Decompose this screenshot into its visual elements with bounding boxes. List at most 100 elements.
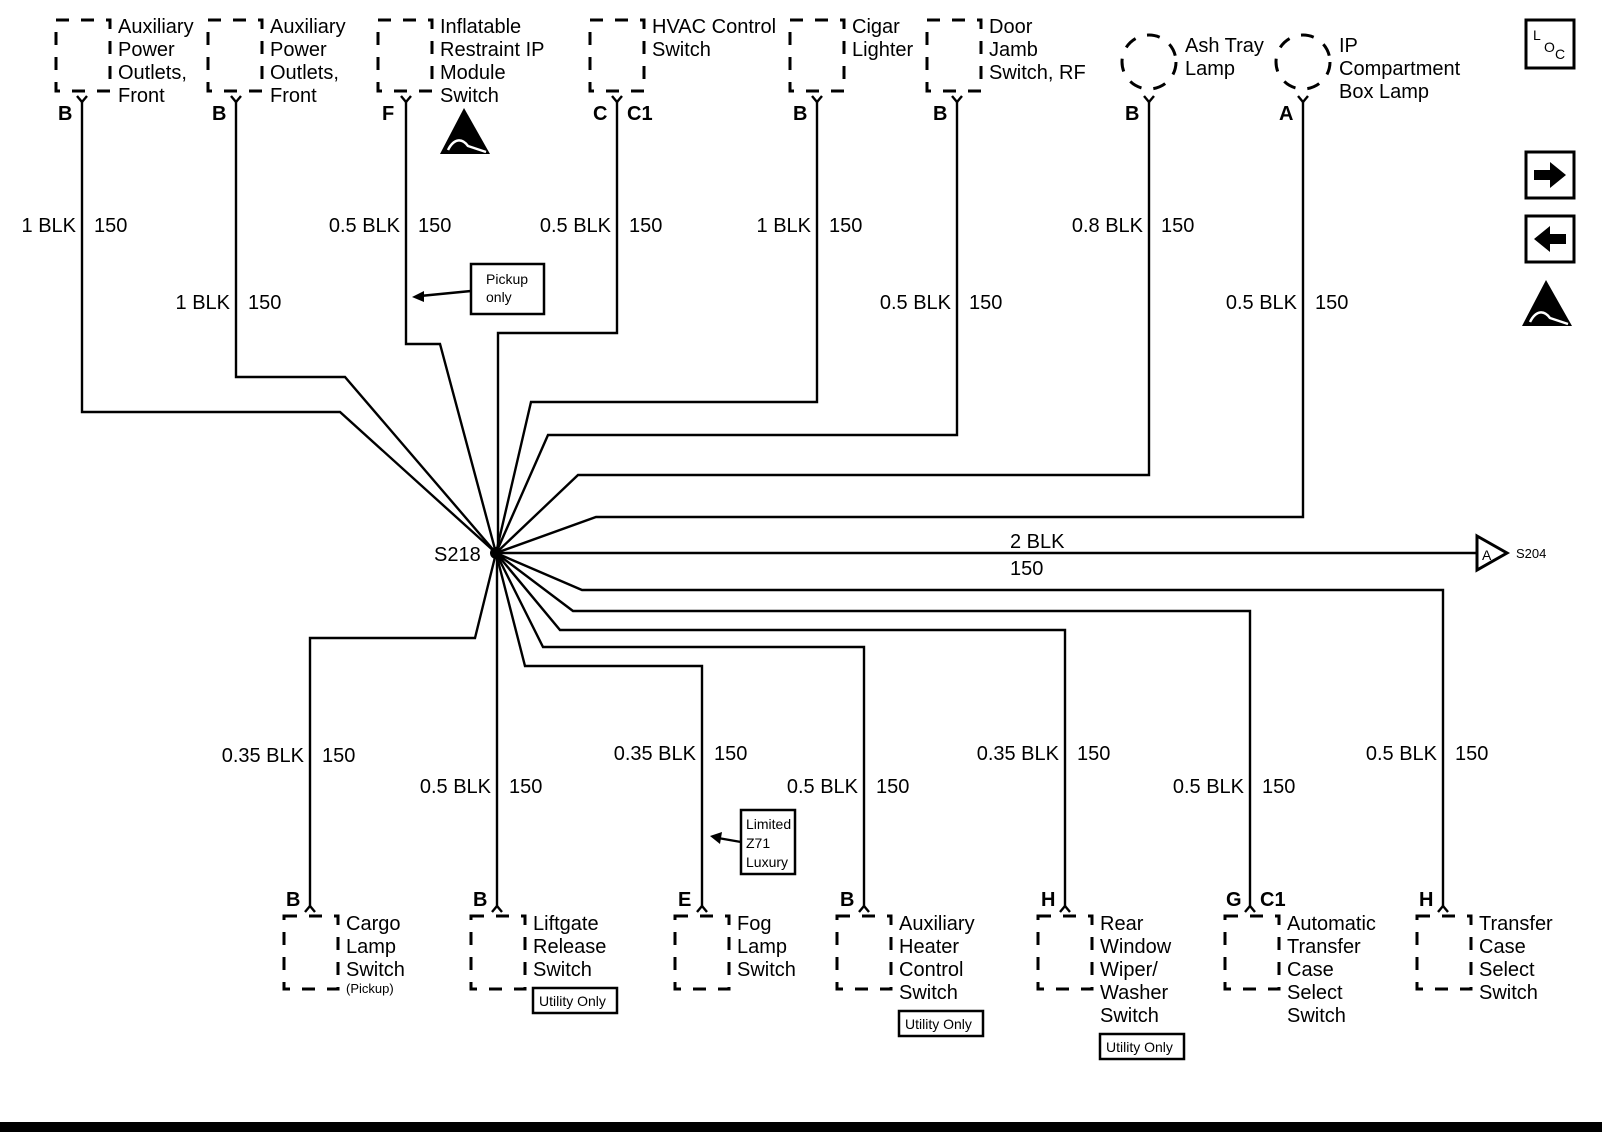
wires-layer — [80, 102, 1445, 906]
connector-fork-icon — [1437, 904, 1449, 913]
component-name-line: Auxiliary — [118, 16, 194, 38]
component-name-line: Outlets, — [118, 62, 187, 84]
component-name-line: Liftgate — [533, 913, 599, 935]
esd-warning-icon[interactable] — [1522, 280, 1572, 326]
circuit-label: 150 — [969, 292, 1002, 314]
component-name-line: Outlets, — [270, 62, 339, 84]
location-button[interactable]: L O C — [1524, 18, 1576, 70]
connector-fork-icon — [611, 95, 623, 104]
wire-color-label: 1 BLK — [757, 215, 812, 237]
component-name-line: Washer — [1100, 982, 1169, 1004]
component-name-line: Module — [440, 62, 506, 84]
wire-color-label: 0.5 BLK — [329, 215, 401, 237]
connector-fork-icon — [858, 904, 870, 913]
s204-link[interactable]: S204 — [1516, 546, 1546, 561]
component-name-line: Auxiliary — [899, 913, 975, 935]
lamp-outline — [1120, 33, 1178, 91]
previous-page-button[interactable] — [1524, 214, 1576, 264]
circuit-label: 150 — [1455, 743, 1488, 765]
pin-label: B — [58, 103, 72, 125]
component-name-line: Lamp — [1185, 58, 1235, 80]
option-badge: Utility Only — [897, 1009, 985, 1038]
circuit-label: 150 — [1315, 292, 1348, 314]
note-line: Z71 — [746, 835, 770, 851]
note-line: Pickup — [486, 271, 528, 287]
pin-label: E — [678, 889, 691, 911]
component-outline — [588, 18, 646, 93]
connector-label: C1 — [1260, 889, 1286, 911]
component-name-line: Power — [270, 39, 327, 61]
s204-connector[interactable]: A S204 — [1475, 533, 1546, 573]
wire-bottom-5 — [495, 552, 1067, 906]
component-outline — [1223, 914, 1281, 991]
component-name-line: Lighter — [852, 39, 913, 61]
wire-color-label: 0.5 BLK — [540, 215, 612, 237]
component-outline — [1036, 914, 1094, 991]
wire-color-label: 0.5 BLK — [1173, 776, 1245, 798]
component-name-line: Rear — [1100, 913, 1144, 935]
wire-color-label: 0.5 BLK — [420, 776, 492, 798]
wire-bottom-6 — [495, 552, 1252, 906]
option-label: Utility Only — [1106, 1039, 1173, 1055]
wire-top-3 — [404, 102, 498, 554]
component-name-line: Box Lamp — [1339, 81, 1429, 103]
connector-fork-icon — [811, 95, 823, 104]
pin-label: H — [1041, 889, 1055, 911]
note-line: Limited — [746, 816, 791, 832]
component-name-line: IP — [1339, 35, 1358, 57]
component-name-line: Window — [1100, 936, 1172, 958]
component-name-line: HVAC Control — [652, 16, 776, 38]
option-note: Pickup only — [412, 262, 546, 316]
component-name-line: Case — [1479, 936, 1526, 958]
pin-label: G — [1226, 889, 1242, 911]
wire-color-label: 1 BLK — [22, 215, 77, 237]
lamp-outline — [1274, 33, 1332, 91]
component-outline — [835, 914, 893, 991]
circuit-label: 150 — [1161, 215, 1194, 237]
component-name-line: Switch — [1287, 1005, 1346, 1027]
wire-color-label: 0.5 BLK — [880, 292, 952, 314]
component-outline — [376, 18, 434, 93]
pin-label: B — [286, 889, 300, 911]
connector-fork-icon — [304, 904, 316, 913]
option-label: Utility Only — [905, 1016, 972, 1032]
component-outline — [282, 914, 340, 991]
page-bottom-rule — [0, 1122, 1602, 1132]
arrow-left-icon — [1534, 226, 1566, 252]
component-name-line: Switch — [899, 982, 958, 1004]
wire-bottom-2 — [495, 551, 499, 906]
component-name-line: Restraint IP — [440, 39, 544, 61]
wire-color-label: 0.5 BLK — [787, 776, 859, 798]
circuit-label: 150 — [248, 292, 281, 314]
connector-label: C1 — [627, 103, 653, 125]
wire-bottom-4 — [494, 552, 866, 906]
next-page-button[interactable] — [1524, 150, 1576, 200]
note-line: only — [486, 289, 512, 305]
component-name-line: Power — [118, 39, 175, 61]
circuit-label: 150 — [509, 776, 542, 798]
wire-bottom-7 — [495, 551, 1445, 906]
component-name-line: Jamb — [989, 39, 1038, 61]
component-name-line: Compartment — [1339, 58, 1461, 80]
connector-fork-icon — [1297, 95, 1309, 104]
component-name-line: Lamp — [346, 936, 396, 958]
component-name-line: Select — [1287, 982, 1343, 1004]
wire-top-1 — [80, 102, 497, 554]
circuit-label: 150 — [94, 215, 127, 237]
